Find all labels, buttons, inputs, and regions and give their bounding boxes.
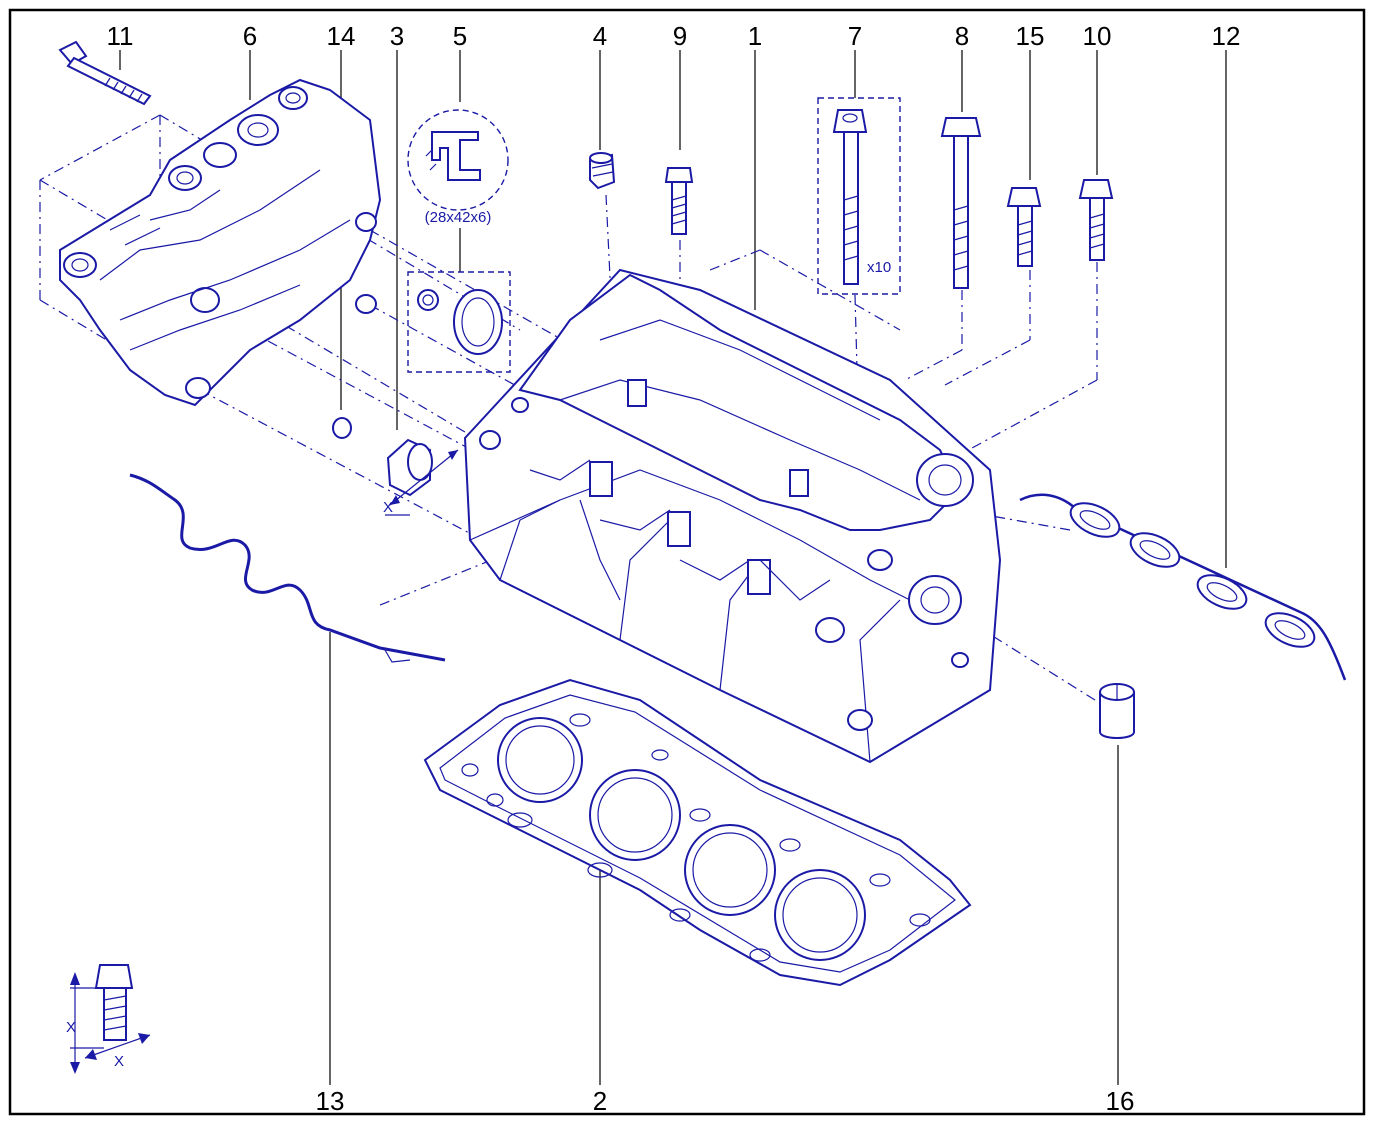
callout-2: 2	[593, 1086, 607, 1116]
part-6-bracket	[59, 78, 382, 407]
part-12-intake-gasket	[1019, 493, 1347, 681]
seal-size-label: (28x42x6)	[425, 209, 492, 226]
callout-11: 11	[107, 21, 134, 51]
part-13-exhaust-gasket	[129, 473, 446, 663]
callout-15: 15	[1016, 21, 1045, 51]
inset-diameter-label: X	[114, 1053, 124, 1070]
part-2-head-gasket	[423, 678, 972, 987]
callout-7: 7	[848, 21, 862, 51]
part-10-bolt	[1078, 179, 1114, 261]
bolt-quantity-label: x10	[867, 259, 891, 276]
callout-8: 8	[955, 21, 969, 51]
part-5-oil-seal: (28x42x6)	[407, 109, 511, 373]
part-1-cylinder-head	[463, 268, 1002, 764]
seal-profile-icon	[431, 131, 481, 181]
inset-length-label: X	[66, 1019, 76, 1036]
part-9-bolt	[664, 167, 694, 235]
callout-5: 5	[453, 21, 467, 51]
callout-labels: 11 6 14 3 5 4 9 1 7 8 15 10 12 13 2 16	[107, 21, 1241, 1116]
part-3-cup-plug: X	[383, 438, 459, 516]
callout-6: 6	[243, 21, 257, 51]
callout-3: 3	[390, 21, 404, 51]
callout-16: 16	[1106, 1086, 1135, 1116]
part-15-bolt	[1006, 187, 1042, 267]
callout-13: 13	[316, 1086, 345, 1116]
part-11-bolt	[58, 40, 152, 106]
callout-9: 9	[673, 21, 687, 51]
callout-4: 4	[593, 21, 607, 51]
part-14-plug	[332, 417, 352, 439]
callout-12: 12	[1212, 21, 1241, 51]
bolt-length-inset: X X	[66, 964, 151, 1074]
part-16-dowel	[1099, 683, 1135, 739]
dimension-x-label: X	[383, 499, 393, 516]
leader-lines	[119, 50, 1227, 1085]
callout-10: 10	[1083, 21, 1112, 51]
callout-14: 14	[327, 21, 356, 51]
part-7-head-bolts: x10	[817, 97, 901, 295]
callout-1: 1	[748, 21, 762, 51]
part-4-stem-seal	[589, 152, 616, 190]
part-8-bolt	[940, 117, 982, 289]
